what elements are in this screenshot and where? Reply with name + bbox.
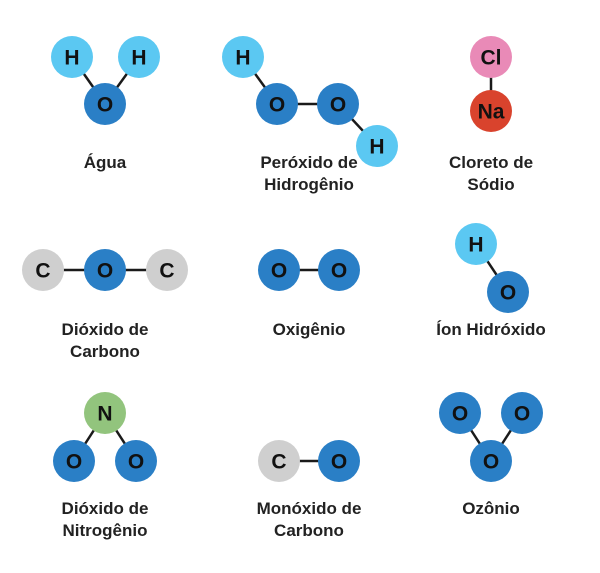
atom-circle bbox=[84, 392, 126, 434]
atom-label: Cl bbox=[481, 47, 502, 70]
atom-circle bbox=[118, 36, 160, 78]
atom-n: N bbox=[84, 392, 126, 434]
atom-o: O bbox=[318, 249, 360, 291]
atom-o: O bbox=[84, 249, 126, 291]
atom-label: O bbox=[483, 451, 499, 474]
atom-label: O bbox=[271, 260, 287, 283]
atom-circle bbox=[258, 249, 300, 291]
molecule-name: Hidrogênio bbox=[264, 175, 354, 194]
atom-label: O bbox=[331, 451, 347, 474]
molecule-dioxido-de-carbono: C O C Dióxido de Carbono bbox=[22, 249, 188, 361]
atom-h: H bbox=[118, 36, 160, 78]
atom-circle bbox=[22, 249, 64, 291]
atom-h: H bbox=[356, 125, 398, 167]
molecule-dioxido-de-nitrogenio: N O O Dióxido de Nitrogênio bbox=[53, 392, 157, 540]
atom-o: O bbox=[256, 83, 298, 125]
molecule-name: Nitrogênio bbox=[63, 521, 148, 540]
atom-h: H bbox=[51, 36, 93, 78]
atom-circle bbox=[222, 36, 264, 78]
atom-label: H bbox=[369, 136, 384, 159]
atom-circle bbox=[470, 36, 512, 78]
atom-label: O bbox=[269, 94, 285, 117]
atom-o: O bbox=[115, 440, 157, 482]
atom-circle bbox=[51, 36, 93, 78]
atom-circle bbox=[146, 249, 188, 291]
atom-h: H bbox=[455, 223, 497, 265]
atom-label: O bbox=[331, 260, 347, 283]
atom-o: O bbox=[501, 392, 543, 434]
molecule-name: Dióxido de bbox=[62, 320, 149, 339]
atom-c: C bbox=[146, 249, 188, 291]
atom-o: O bbox=[317, 83, 359, 125]
atom-o: O bbox=[318, 440, 360, 482]
molecule-ozonio: O O O Ozônio bbox=[439, 392, 543, 518]
atom-circle bbox=[439, 392, 481, 434]
molecule-name: Peróxido de bbox=[260, 153, 357, 172]
molecule-name: Carbono bbox=[274, 521, 344, 540]
atom-label: C bbox=[271, 451, 286, 474]
atom-label: O bbox=[128, 451, 144, 474]
atom-circle bbox=[318, 440, 360, 482]
atom-label: O bbox=[66, 451, 82, 474]
atom-circle bbox=[53, 440, 95, 482]
atom-label: O bbox=[500, 282, 516, 305]
atom-circle bbox=[487, 271, 529, 313]
atom-circle bbox=[115, 440, 157, 482]
atom-label: Na bbox=[478, 101, 505, 124]
atom-label: O bbox=[97, 260, 113, 283]
molecule-name: Ozônio bbox=[462, 499, 520, 518]
atom-label: O bbox=[452, 403, 468, 426]
atom-na: Na bbox=[470, 90, 512, 132]
atom-label: C bbox=[35, 260, 50, 283]
atom-o: O bbox=[84, 83, 126, 125]
atom-circle bbox=[258, 440, 300, 482]
molecule-name: Oxigênio bbox=[273, 320, 346, 339]
molecule-monoxido-de-carbono: C O Monóxido de Carbono bbox=[257, 440, 362, 540]
atom-label: H bbox=[235, 47, 250, 70]
atom-label: N bbox=[97, 403, 112, 426]
molecule-name: Água bbox=[84, 153, 127, 172]
molecule-name: Cloreto de bbox=[449, 153, 533, 172]
atom-circle bbox=[356, 125, 398, 167]
atom-label: O bbox=[97, 94, 113, 117]
molecule-name: Íon Hidróxido bbox=[436, 320, 546, 339]
atom-circle bbox=[318, 249, 360, 291]
atom-circle bbox=[455, 223, 497, 265]
atom-label: O bbox=[514, 403, 530, 426]
molecule-name: Carbono bbox=[70, 342, 140, 361]
atom-circle bbox=[470, 440, 512, 482]
atom-circle bbox=[256, 83, 298, 125]
atom-label: C bbox=[159, 260, 174, 283]
atom-o: O bbox=[470, 440, 512, 482]
atom-label: H bbox=[468, 234, 483, 257]
atom-cl: Cl bbox=[470, 36, 512, 78]
atom-o: O bbox=[258, 249, 300, 291]
atom-label: O bbox=[330, 94, 346, 117]
atom-label: H bbox=[131, 47, 146, 70]
molecule-name: Monóxido de bbox=[257, 499, 362, 518]
atom-label: H bbox=[64, 47, 79, 70]
atom-circle bbox=[84, 249, 126, 291]
atom-c: C bbox=[258, 440, 300, 482]
atom-circle bbox=[317, 83, 359, 125]
molecule-agua: H H O Água bbox=[51, 36, 160, 172]
atom-o: O bbox=[53, 440, 95, 482]
molecule-ion-hidroxido: H O Íon Hidróxido bbox=[436, 223, 546, 339]
molecule-name: Dióxido de bbox=[62, 499, 149, 518]
molecule-name: Sódio bbox=[467, 175, 514, 194]
atom-o: O bbox=[487, 271, 529, 313]
atom-h: H bbox=[222, 36, 264, 78]
atom-o: O bbox=[439, 392, 481, 434]
molecule-oxigenio: O O Oxigênio bbox=[258, 249, 360, 339]
atom-circle bbox=[501, 392, 543, 434]
atom-circle bbox=[470, 90, 512, 132]
atom-c: C bbox=[22, 249, 64, 291]
atom-circle bbox=[84, 83, 126, 125]
